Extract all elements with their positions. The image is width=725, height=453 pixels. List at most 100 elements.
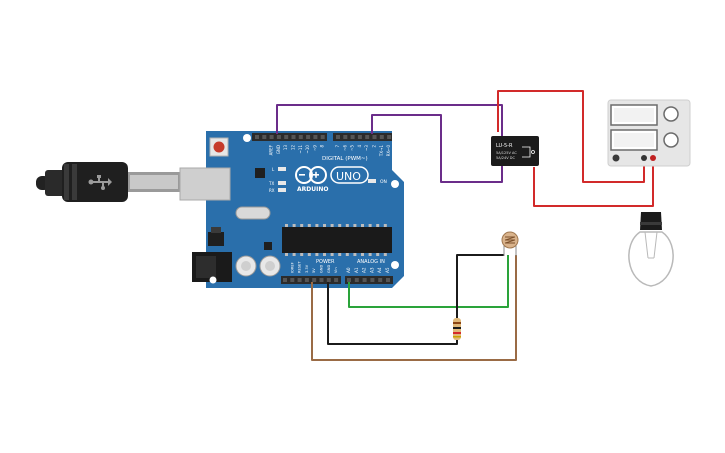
- led-on-label: ON: [380, 179, 387, 185]
- power-supply-icon[interactable]: [607, 99, 691, 167]
- header-pin[interactable]: [336, 135, 340, 139]
- supply-terminal-positive[interactable]: [650, 155, 656, 161]
- supply-terminal-negative[interactable]: [641, 155, 647, 161]
- power-pin-label: Vin: [334, 267, 338, 273]
- header-pin[interactable]: [284, 135, 289, 139]
- header-pin[interactable]: [387, 135, 392, 139]
- digital-pin-label: 12: [291, 145, 296, 151]
- header-pin[interactable]: [304, 278, 309, 282]
- header-pin[interactable]: [370, 278, 375, 282]
- analog-label: ANALOG IN: [357, 259, 385, 265]
- header-pin[interactable]: [290, 278, 295, 282]
- led-rx-label: RX: [269, 188, 275, 193]
- analog-pin-label: A0: [346, 267, 351, 273]
- crystal: [235, 206, 271, 220]
- analog-pin-label: A2: [362, 267, 367, 273]
- header-pin[interactable]: [372, 135, 377, 139]
- header-pin[interactable]: [269, 135, 274, 139]
- header-analog: [345, 276, 393, 284]
- header-pin[interactable]: [357, 135, 362, 139]
- digital-pin-label: ~10: [305, 145, 310, 154]
- digital-pin-label: GND: [276, 145, 281, 154]
- digital-pin-label: 8: [320, 145, 325, 148]
- analog-pin-label: A3: [369, 267, 374, 273]
- digital-pin-label: ~6: [342, 145, 347, 151]
- digital-pin-label: RX←0: [386, 145, 391, 157]
- header-pin[interactable]: [312, 278, 317, 282]
- digital-pin-label: ~5: [350, 145, 355, 151]
- analog-pin-label: A4: [377, 267, 382, 273]
- header-left: [252, 133, 327, 141]
- header-pin[interactable]: [297, 278, 302, 282]
- header-pin[interactable]: [255, 135, 259, 139]
- header-pin[interactable]: [326, 278, 331, 282]
- relay-rating-ac: 5A/125V AC: [496, 151, 517, 155]
- header-pin[interactable]: [334, 278, 339, 282]
- header-pin[interactable]: [362, 278, 367, 282]
- wire-red-1[interactable]: [497, 90, 645, 183]
- wire-red-2[interactable]: [533, 160, 654, 207]
- photoresistor-icon[interactable]: [501, 231, 519, 256]
- header-pin[interactable]: [276, 135, 281, 139]
- digital-pin-label: 13: [283, 145, 288, 151]
- resistor-icon[interactable]: [453, 318, 461, 340]
- header-pin[interactable]: [350, 135, 355, 139]
- brand-label: ARDUINO: [297, 186, 328, 193]
- header-pin[interactable]: [354, 278, 359, 282]
- power-pin-label: GND: [320, 265, 324, 273]
- digital-pin-label: ~11: [298, 145, 303, 154]
- arduino-logo-icon: [295, 166, 327, 184]
- header-pin[interactable]: [313, 135, 318, 139]
- led-l-label: L: [272, 167, 275, 172]
- relay-rating-dc: 5A/24V DC: [496, 156, 515, 160]
- model-label: UNO: [336, 170, 361, 183]
- wire-black[interactable]: [327, 254, 504, 345]
- model-badge: [330, 166, 369, 184]
- header-right: [333, 133, 392, 141]
- header-pin[interactable]: [298, 135, 303, 139]
- power-pin-label: RESET: [298, 261, 302, 273]
- led-tx-label: TX: [268, 181, 274, 186]
- header-pin[interactable]: [262, 135, 267, 139]
- supply-power-button[interactable]: [612, 154, 620, 162]
- header-pin[interactable]: [343, 135, 348, 139]
- wire-green[interactable]: [348, 255, 509, 308]
- header-pin[interactable]: [386, 278, 390, 282]
- header-pin[interactable]: [365, 135, 370, 139]
- digital-pin-label: AREF: [269, 144, 274, 155]
- power-pin-label: 5V: [312, 268, 316, 273]
- relay-module[interactable]: LU-5-R 5A/125V AC 5A/24V DC: [491, 136, 539, 166]
- wire-purple-1[interactable]: [276, 104, 503, 140]
- wire-brown[interactable]: [311, 255, 517, 361]
- analog-pin-label: A5: [385, 267, 390, 273]
- header-pin[interactable]: [306, 135, 311, 139]
- digital-pin-label: ~9: [312, 145, 317, 151]
- header-pin[interactable]: [283, 278, 287, 282]
- wires: [276, 90, 654, 361]
- header-pin[interactable]: [320, 135, 325, 139]
- header-power: [281, 276, 341, 284]
- digital-pin-label: 7: [335, 145, 340, 148]
- wire-purple-2[interactable]: [371, 114, 503, 183]
- supply-knob-bottom[interactable]: [663, 132, 679, 148]
- analog-pin-label: A1: [354, 267, 359, 273]
- header-pin[interactable]: [378, 278, 383, 282]
- header-pin[interactable]: [347, 278, 351, 282]
- power-label: POWER: [316, 259, 335, 265]
- light-bulb-icon[interactable]: [628, 212, 674, 287]
- usb-port: [179, 167, 231, 201]
- microcontroller-chip: [282, 227, 392, 253]
- header-pin[interactable]: [319, 278, 324, 282]
- digital-pin-label: TX→1: [379, 145, 384, 158]
- relay-title: LU-5-R: [496, 143, 513, 149]
- supply-knob-top[interactable]: [663, 106, 679, 122]
- header-pin[interactable]: [291, 135, 296, 139]
- usb-cable-icon[interactable]: [36, 162, 180, 202]
- digital-label: DIGITAL (PWM~): [322, 156, 368, 162]
- digital-pin-label: 4: [357, 145, 362, 148]
- digital-pin-label: ~3: [364, 145, 369, 151]
- header-pin[interactable]: [379, 135, 384, 139]
- power-pin-label: GND: [327, 265, 331, 273]
